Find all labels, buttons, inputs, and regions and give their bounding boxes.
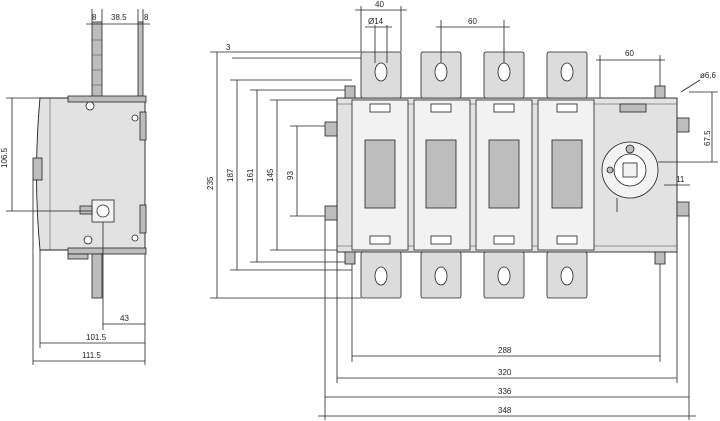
- side-terminal-bottom: [91, 253, 103, 299]
- dim-width-348: 348: [498, 406, 512, 415]
- dim-base-depth: 43: [120, 314, 129, 323]
- front-dimensions: 40 Ø14 60 60 ø6,6 3 235 187 161: [206, 0, 718, 420]
- dim-terminal-width: 40: [375, 0, 384, 9]
- dim-depth-1: 101.5: [86, 333, 107, 342]
- side-dimensions: 8 38.5 8 106.5 43 101.5 111.5: [0, 9, 150, 365]
- dim-depth-2: 111.5: [82, 351, 101, 360]
- mount-lug-right: [676, 201, 690, 217]
- dim-right-offset: 60: [625, 49, 634, 58]
- dim-right-11: 11: [676, 175, 685, 184]
- screw-icon: [85, 101, 95, 111]
- side-bottom-plate: [67, 247, 147, 255]
- dim-pitch: 60: [468, 17, 477, 26]
- bottom-terminals: [360, 251, 588, 299]
- dim-height-145: 145: [266, 168, 275, 182]
- side-bracket: [137, 21, 144, 99]
- dim-height-187: 187: [226, 168, 235, 182]
- side-body: [36, 97, 146, 251]
- dim-height-235: 235: [206, 176, 215, 190]
- mount-lug-left: [324, 121, 338, 137]
- dim-height: 106.5: [0, 147, 9, 168]
- front-view: [324, 51, 690, 299]
- dim-height-161: 161: [246, 168, 255, 182]
- dim-right-67: 67.5: [703, 130, 712, 146]
- dim-hole-dia: Ø14: [368, 17, 384, 26]
- pole-modules: [351, 99, 595, 251]
- dim-width-336: 336: [498, 387, 512, 396]
- dim-offset-3: 3: [226, 43, 231, 52]
- dim-height-93: 93: [286, 171, 295, 180]
- dim-width-288: 288: [498, 346, 512, 355]
- side-terminal-top: [91, 21, 103, 99]
- side-top-plate: [67, 95, 147, 103]
- dim-top-mid: 38.5: [111, 13, 127, 22]
- dim-top-left: 8: [92, 13, 97, 22]
- mount-lug-left: [324, 205, 338, 221]
- dim-top-right: 8: [144, 13, 149, 22]
- screw-icon: [83, 235, 93, 245]
- mount-lug-right: [676, 117, 690, 133]
- side-view: [32, 21, 147, 299]
- dim-mount-hole: ø6,6: [700, 71, 717, 80]
- top-terminals: [360, 51, 588, 99]
- brand-label: [619, 103, 647, 113]
- dim-width-320: 320: [498, 368, 512, 377]
